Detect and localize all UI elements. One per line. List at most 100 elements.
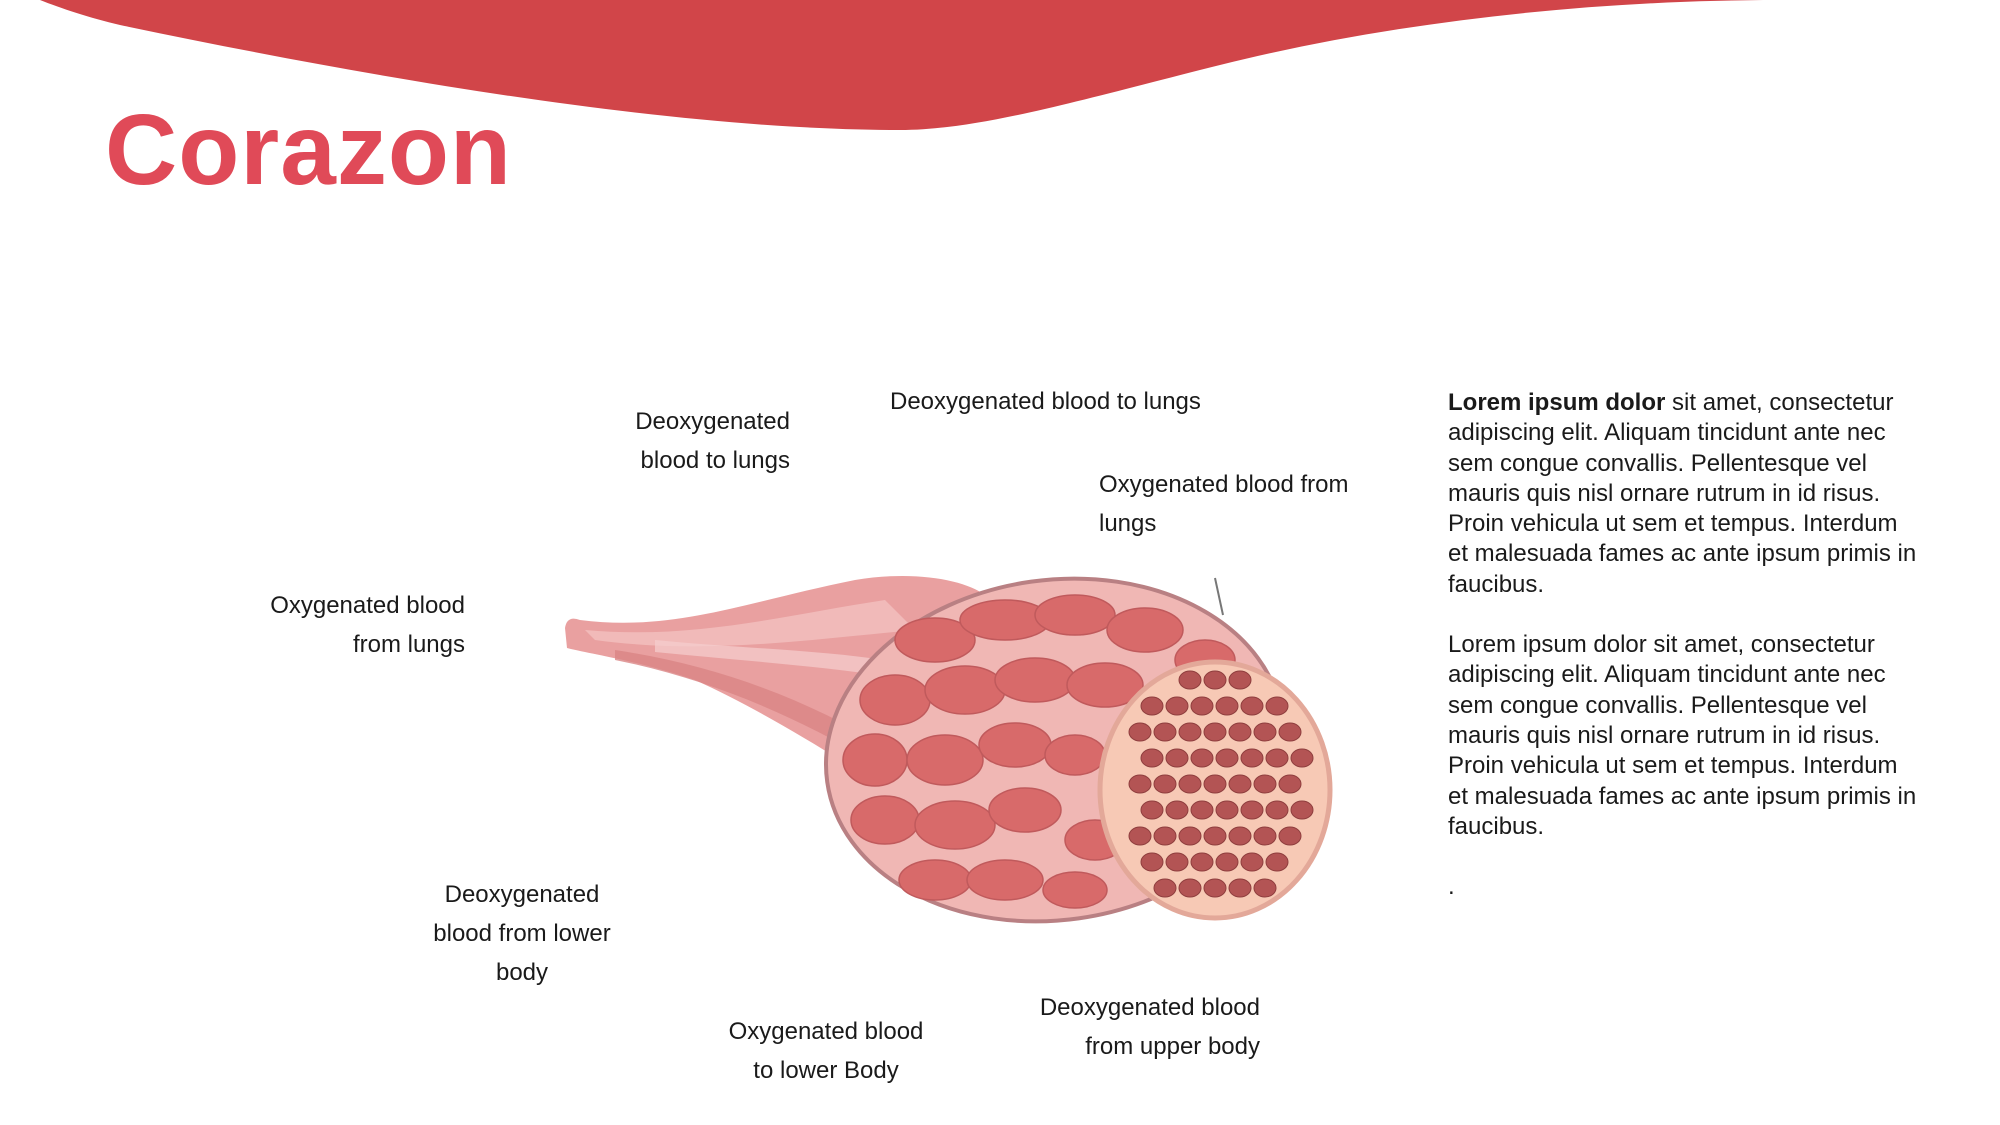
fascicle	[842, 733, 908, 787]
muscle-fiber	[1265, 696, 1289, 716]
header-wave-shape	[40, 0, 1780, 130]
muscle-fiber	[1178, 722, 1202, 742]
pointer-line	[1214, 577, 1224, 616]
fascicle	[906, 734, 984, 786]
muscle-fiber	[1178, 826, 1202, 846]
muscle-fiber	[1203, 774, 1227, 794]
fascicle	[988, 787, 1062, 833]
label-deoxygenated-blood-to-lungs-top: Deoxygenated blood to lungs	[890, 382, 1310, 421]
header-wave	[40, 0, 1780, 130]
muscle-fiber	[1228, 826, 1252, 846]
fascicle	[859, 674, 931, 726]
muscle-fiber	[1253, 878, 1277, 898]
label-deoxygenated-blood-to-lungs-left: Deoxygenated blood to lungs	[560, 402, 790, 480]
label-line: Deoxygenated blood to lungs	[890, 388, 1201, 415]
fascicle	[994, 657, 1076, 703]
fiber-group	[1128, 670, 1314, 898]
muscle-fiber	[1165, 748, 1189, 768]
muscle-fiber	[1140, 800, 1164, 820]
label-deoxygenated-blood-from-lower-body: Deoxygenated blood from lower body	[400, 875, 644, 992]
fascicle	[850, 795, 920, 845]
muscle-fiber	[1203, 878, 1227, 898]
muscle-fiber	[1203, 722, 1227, 742]
muscle-fiber	[1265, 852, 1289, 872]
muscle-fiber	[1228, 670, 1252, 690]
fascicle	[1044, 734, 1106, 776]
label-line: blood from lower	[433, 920, 611, 947]
muscle-fiber	[1290, 748, 1314, 768]
muscle-fiber	[1253, 722, 1277, 742]
muscle-fiber	[1153, 774, 1177, 794]
muscle-fiber	[1203, 826, 1227, 846]
label-line: Oxygenated blood	[728, 1018, 924, 1045]
fascicle	[1034, 594, 1116, 636]
muscle-fiber	[1128, 774, 1152, 794]
muscle-fiber	[1240, 800, 1264, 820]
muscle-fiber	[1190, 852, 1214, 872]
description-text: Lorem ipsum dolor sit amet, consectetur …	[1448, 388, 1918, 902]
page-title: Corazon	[105, 94, 512, 206]
muscle-fiber	[1153, 722, 1177, 742]
muscle-fiber-illustration	[565, 575, 1333, 924]
label-line: Deoxygenated	[444, 881, 600, 908]
tendon-stripe	[655, 640, 935, 685]
muscle-fiber	[1165, 852, 1189, 872]
label-deoxygenated-blood-from-upper-body: Deoxygenated blood from upper body	[1000, 988, 1260, 1066]
paragraph-1-rest: sit amet, consectetur adipiscing elit. A…	[1448, 389, 1917, 598]
muscle-fiber	[1265, 748, 1289, 768]
fascicle	[1106, 607, 1184, 653]
muscle-fiber	[1253, 774, 1277, 794]
fascicle	[1042, 871, 1108, 909]
muscle-fiber	[1215, 800, 1239, 820]
muscle-fiber	[1178, 774, 1202, 794]
muscle-fiber	[1215, 748, 1239, 768]
muscle-fiber	[1140, 852, 1164, 872]
label-line: from upper body	[1085, 1033, 1260, 1060]
label-line: Deoxygenated blood	[1039, 994, 1260, 1021]
muscle-fiber	[1240, 696, 1264, 716]
muscle-fiber	[1190, 800, 1214, 820]
muscle-fiber	[1140, 696, 1164, 716]
fascicle	[898, 859, 972, 901]
muscle-fiber	[1153, 878, 1177, 898]
label-line: Deoxygenated	[635, 408, 790, 435]
muscle-fiber	[1190, 696, 1214, 716]
label-line: to lower Body	[753, 1057, 899, 1084]
label-oxygenated-blood-from-lungs-right: Oxygenated blood from lungs	[1099, 465, 1419, 543]
fascicle	[1066, 662, 1144, 708]
muscle-fiber	[1228, 878, 1252, 898]
muscle-fiber	[1228, 722, 1252, 742]
muscle-fiber	[1128, 826, 1152, 846]
paragraph-2: Lorem ipsum dolor sit amet, consectetur …	[1448, 631, 1917, 840]
fascicle	[966, 859, 1044, 901]
muscle-fiber	[1240, 852, 1264, 872]
paragraph-3: .	[1448, 873, 1455, 901]
muscle-fiber	[1228, 774, 1252, 794]
muscle-fiber	[1153, 826, 1177, 846]
label-oxygenated-blood-to-lower-body: Oxygenated blood to lower Body	[706, 1012, 946, 1090]
label-line: lungs	[1099, 510, 1157, 537]
muscle-fiber	[1253, 826, 1277, 846]
muscle-fiber	[1215, 852, 1239, 872]
muscle-fiber	[1215, 696, 1239, 716]
muscle-fiber	[1178, 670, 1202, 690]
muscle-fiber	[1290, 800, 1314, 820]
muscle-fiber	[1240, 748, 1264, 768]
muscle-fiber	[1178, 878, 1202, 898]
muscle-fiber	[1278, 722, 1302, 742]
paragraph-gap	[1448, 600, 1918, 630]
label-line: Oxygenated blood from	[1099, 471, 1349, 498]
fascicle	[924, 665, 1006, 715]
label-line: Oxygenated blood	[270, 592, 465, 619]
label-line: from lungs	[352, 631, 465, 658]
muscle-fiber	[1165, 696, 1189, 716]
fascicle	[978, 722, 1052, 768]
muscle-fiber	[1128, 722, 1152, 742]
muscle-fiber	[1190, 748, 1214, 768]
label-line: body	[495, 959, 549, 986]
muscle-fiber	[1278, 826, 1302, 846]
fascicle	[914, 800, 996, 850]
paragraph-1-bold: Lorem ipsum dolor	[1448, 389, 1666, 416]
tendon-highlight	[585, 600, 915, 647]
muscle-fiber	[1140, 748, 1164, 768]
